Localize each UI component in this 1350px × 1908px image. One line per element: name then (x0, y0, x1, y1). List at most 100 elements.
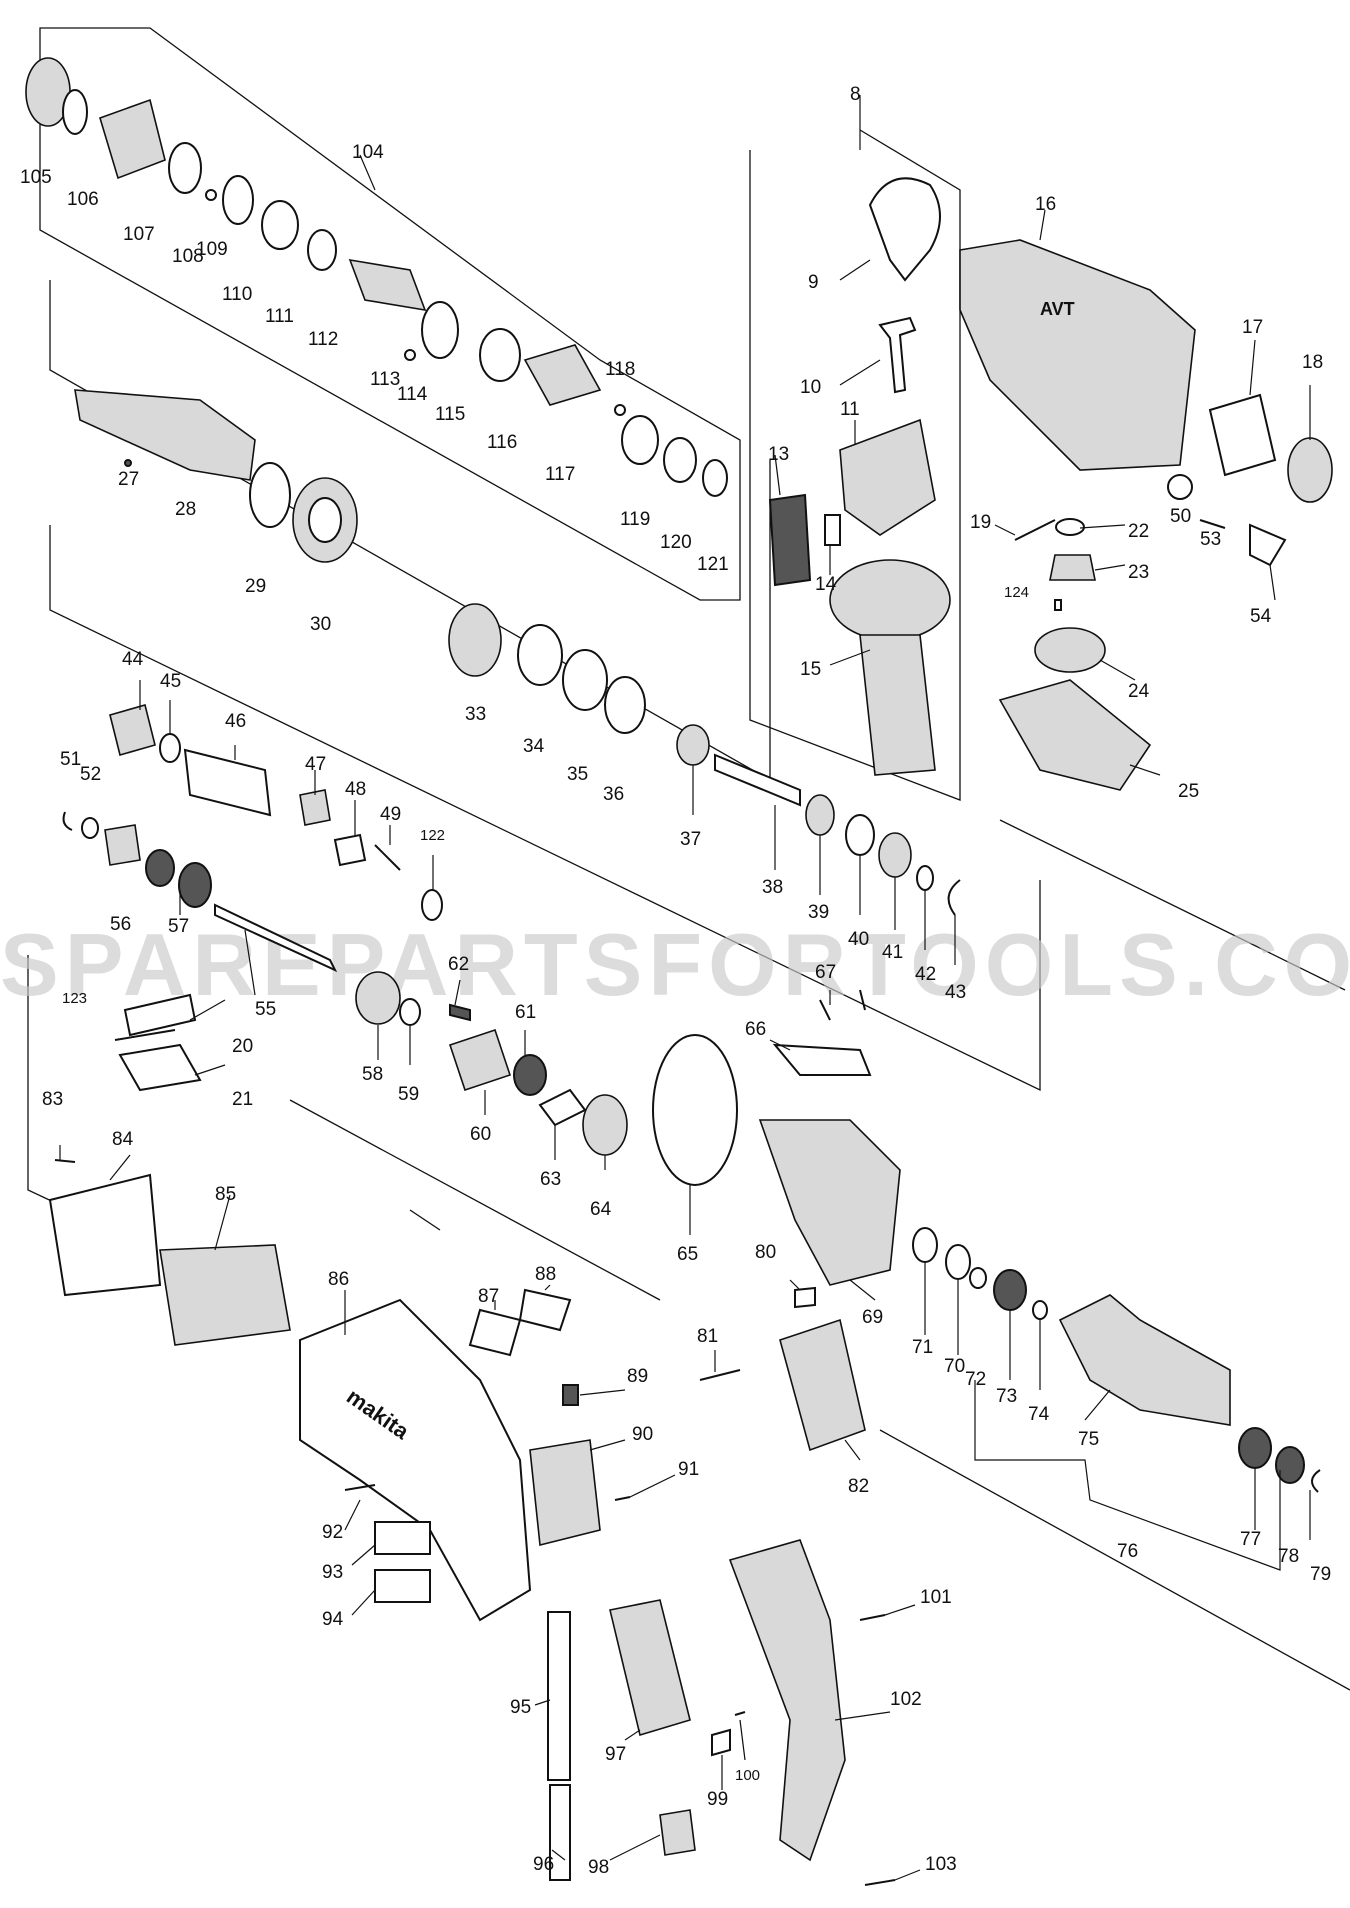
label-part-28: 28 (175, 499, 196, 520)
label-part-50: 50 (1170, 506, 1191, 527)
label-part-74: 74 (1028, 1404, 1050, 1425)
part-22-shape (1055, 518, 1085, 536)
part-53-shape (1199, 519, 1226, 529)
label-part-99: 99 (707, 1789, 728, 1810)
label-part-72: 72 (965, 1369, 986, 1390)
label-part-91: 91 (678, 1459, 699, 1480)
label-part-57: 57 (168, 916, 189, 937)
watermark: SPAREPARTSFORTOOLS.COM.AU (0, 915, 1350, 1014)
side-handle-parts (768, 177, 951, 776)
part-18-shape (1287, 437, 1333, 503)
frame-armature-diagonal (879, 1429, 1350, 1691)
part-25-shape (998, 679, 1152, 791)
label-part-22: 22 (1128, 521, 1149, 542)
part-17-shape (1208, 393, 1277, 477)
label-part-34: 34 (523, 736, 545, 757)
part-64-shape (582, 1094, 628, 1156)
part-120-shape (663, 437, 697, 483)
part-42-shape (916, 865, 934, 891)
part-119-shape (621, 415, 659, 465)
label-part-85: 85 (215, 1184, 236, 1205)
part-63-shape (538, 1088, 587, 1127)
label-part-80: 80 (755, 1242, 776, 1263)
part-93-shape (374, 1521, 431, 1555)
part-109-shape (205, 189, 217, 201)
label-part-65: 65 (677, 1244, 698, 1265)
part-85-shape (159, 1244, 291, 1346)
label-part-35: 35 (567, 764, 588, 785)
part-96-shape (549, 1784, 571, 1881)
part-121-shape (702, 459, 728, 497)
label-part-67: 67 (815, 962, 836, 983)
part-78-shape (1275, 1446, 1305, 1484)
part-79-shape (1311, 1469, 1321, 1493)
part-35-shape (562, 649, 608, 711)
label-part-48: 48 (345, 779, 366, 800)
part-9-shape (868, 177, 941, 282)
motor-housing-parts: makita (48, 1159, 896, 1886)
part-15-guard (829, 559, 951, 641)
part-56-shape (104, 824, 141, 866)
part-20-shape (123, 993, 197, 1037)
label-part-16: 16 (1035, 194, 1056, 215)
label-part-101: 101 (920, 1587, 952, 1608)
frame-right-diagonal (999, 819, 1346, 991)
cylinder-parts (676, 724, 961, 916)
label-part-78: 78 (1278, 1546, 1299, 1567)
part-46-shape (183, 748, 272, 817)
frame-chuck-group (39, 27, 741, 601)
frame-housing-diagonal (409, 1209, 441, 1231)
part-59-shape (399, 998, 421, 1026)
label-part-52: 52 (80, 764, 101, 785)
part-91-shape (614, 1496, 631, 1501)
label-part-98: 98 (588, 1857, 609, 1878)
part-95-shape (547, 1611, 571, 1781)
part-43-shape (947, 879, 961, 916)
label-part-113: 113 (370, 369, 400, 390)
label-part-59: 59 (398, 1084, 419, 1105)
part-69-shape (758, 1119, 901, 1286)
part-30-bore (308, 497, 342, 543)
label-part-54: 54 (1250, 606, 1272, 627)
part-67-shape (819, 999, 831, 1021)
part-16-shape (959, 239, 1196, 471)
label-part-124: 124 (1004, 584, 1029, 601)
label-part-95: 95 (510, 1697, 531, 1718)
label-part-37: 37 (680, 829, 701, 850)
label-part-96: 96 (533, 1854, 554, 1875)
label-part-73: 73 (996, 1386, 1017, 1407)
label-part-29: 29 (245, 576, 266, 597)
label-part-84: 84 (112, 1129, 134, 1150)
part-75-shape (1058, 1294, 1231, 1426)
part-44-shape (109, 704, 156, 756)
gear-housing-parts: AVT (959, 239, 1333, 791)
label-part-60: 60 (470, 1124, 491, 1145)
label-part-79: 79 (1310, 1564, 1331, 1585)
label-part-81: 81 (697, 1326, 718, 1347)
part-114-shape (404, 349, 416, 361)
part-107-shape (99, 98, 166, 180)
part-73-shape (993, 1269, 1027, 1311)
part-21-shape (118, 1043, 202, 1092)
label-part-45: 45 (160, 671, 181, 692)
part-115-shape (421, 301, 459, 359)
part-71-shape (912, 1227, 938, 1263)
part-58-shape (355, 971, 401, 1025)
label-part-33: 33 (465, 704, 486, 725)
part-13-shape (768, 493, 812, 587)
part-23-shape (1049, 554, 1096, 581)
lock-parts (114, 993, 202, 1092)
label-part-103: 103 (925, 1854, 957, 1875)
label-part-66: 66 (745, 1019, 766, 1040)
part-74-shape (1032, 1300, 1048, 1320)
label-part-8: 8 (850, 84, 861, 105)
part-14-shape (824, 514, 841, 546)
part-38-shape (714, 753, 801, 807)
label-part-46: 46 (225, 711, 246, 732)
label-part-122: 122 (420, 827, 445, 844)
part-87-shape (468, 1308, 522, 1357)
part-48-shape (333, 833, 367, 867)
part-118-shape (614, 404, 626, 416)
label-part-63: 63 (540, 1169, 561, 1190)
